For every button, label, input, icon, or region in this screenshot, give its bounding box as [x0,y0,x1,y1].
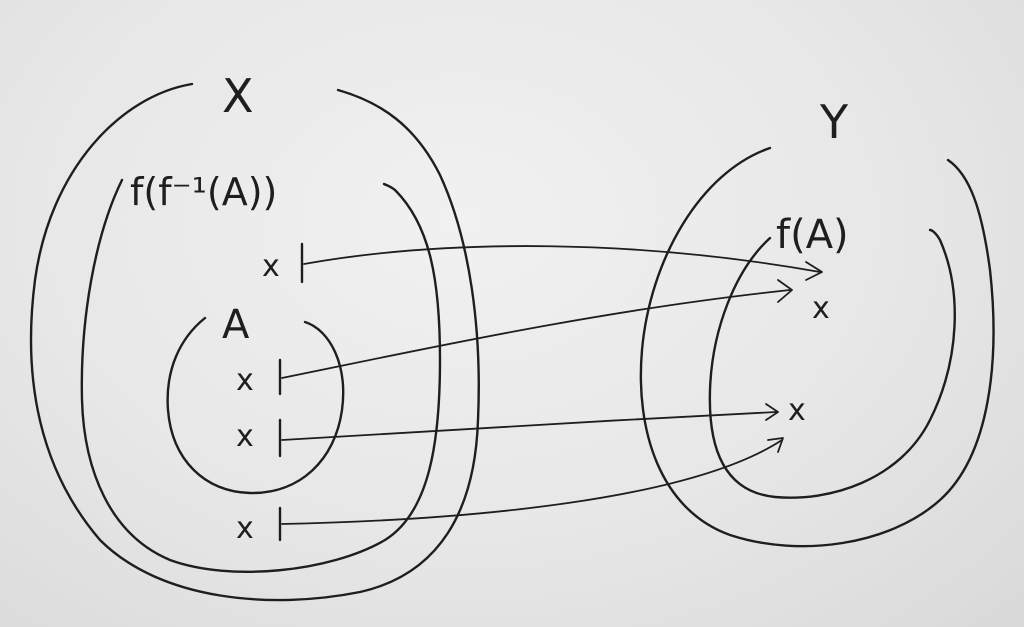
domain-element-3: x [236,418,282,458]
domain-element-2: x [236,358,282,398]
set-y-label: Y [819,95,849,149]
domain-element-2-label: x [236,363,254,398]
mapping-arrow-2 [281,279,793,379]
set-image-boundary [708,228,956,499]
domain-element-3-label: x [236,419,254,454]
domain-element-4: x [236,506,282,546]
set-a-boundary [166,316,345,495]
set-preimage-image-boundary [80,178,442,573]
codomain-element-2-label: x [788,393,806,428]
set-x-boundary [29,82,480,602]
domain-element-4-label: x [236,511,254,546]
set-image-label: f(A) [776,212,849,258]
domain-element-1-label: x [262,249,280,284]
codomain-element-1-label: x [812,291,830,326]
mapping-arrow-1 [303,245,823,281]
set-preimage-image-label: f(f⁻¹(A)) [130,170,277,214]
mapping-arrow-4 [281,437,784,525]
set-y-boundary [639,146,995,548]
set-x-label: X [222,69,254,123]
mapping-arrow-3 [281,403,779,441]
set-a-label: A [222,302,250,348]
domain-element-1: x [262,242,304,284]
